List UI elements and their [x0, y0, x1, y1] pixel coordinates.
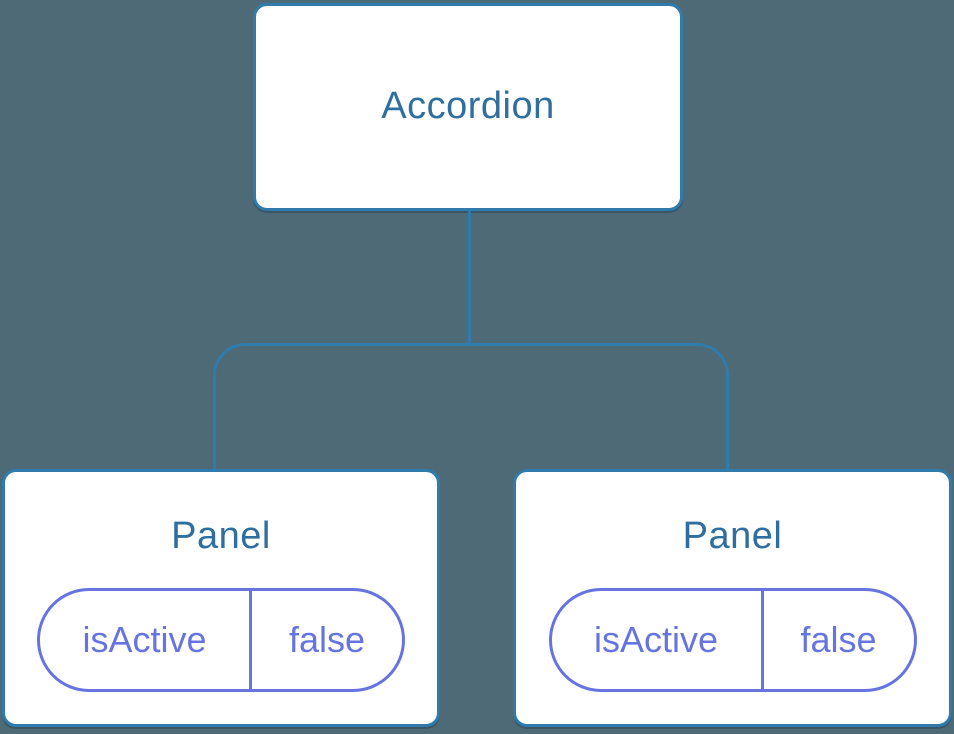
connector-bracket: [213, 343, 729, 470]
panel-2-prop-value: false: [800, 618, 877, 660]
panel-1-prop-name: isActive: [40, 590, 252, 689]
panel-2-prop-pill: isActive false: [548, 587, 917, 692]
panel-2-prop-name: isActive: [552, 590, 764, 689]
panel-1-prop-value: false: [288, 618, 366, 660]
panel-1-node-label: Panel: [171, 515, 271, 557]
tree-node-panel-1: Panel isActive false: [2, 469, 440, 727]
panel-2-node-label: Panel: [682, 515, 783, 557]
connector-stem: [468, 211, 471, 345]
accordion-node-label: Accordion: [381, 85, 555, 128]
panel-1-prop-pill: isActive false: [37, 587, 405, 692]
tree-node-panel-2: Panel isActive false: [513, 469, 952, 727]
tree-node-accordion: Accordion: [253, 3, 683, 211]
